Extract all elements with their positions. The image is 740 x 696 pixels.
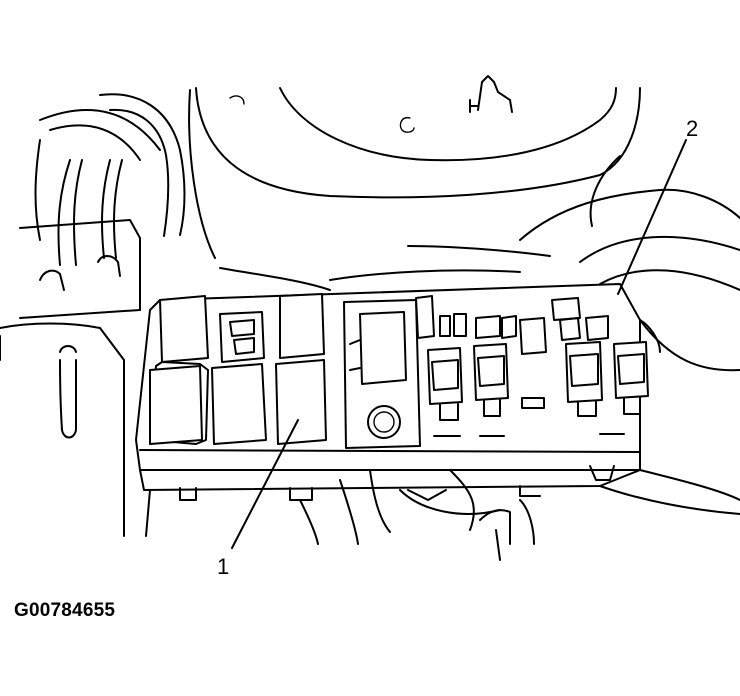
leader-line-2 (617, 139, 687, 295)
leader-lines (231, 139, 687, 549)
lower-frame (123, 449, 740, 561)
relay-box (135, 283, 661, 501)
figure-id-label: G00784655 (14, 600, 116, 621)
engine-bay-background (188, 75, 740, 372)
callout-label-relay-box: 2 (686, 116, 699, 141)
callout-label-relay: 1 (217, 554, 230, 579)
wire-harness (0, 93, 186, 451)
leader-line-1 (231, 419, 299, 549)
